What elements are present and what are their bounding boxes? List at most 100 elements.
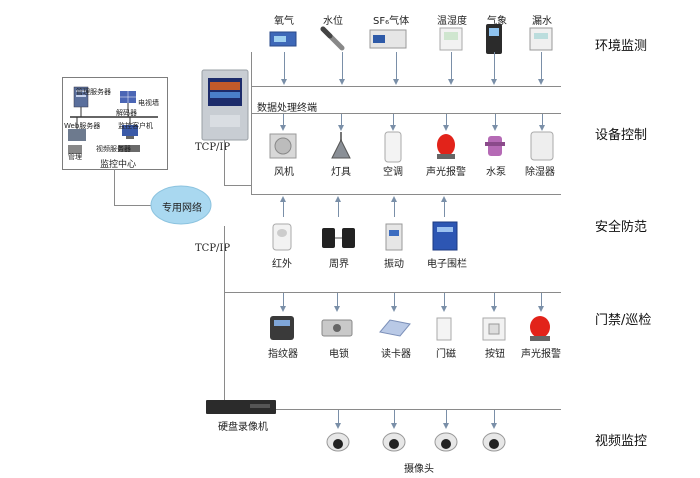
dehumidifier-icon: [530, 131, 554, 161]
acc-stem-1: [283, 293, 284, 307]
acc-arrow-4: [441, 306, 447, 312]
cam-arrow-1: [335, 423, 341, 429]
temp-humidity-sensor-icon: [439, 27, 463, 51]
env-stem-1: [284, 52, 285, 80]
dev-label-lamp: 灯具: [331, 167, 351, 178]
dev-stem-5: [495, 114, 496, 126]
sec-stem-4: [444, 201, 445, 217]
sec-stem-2: [338, 201, 339, 217]
video-server-label: 视频服务器: [96, 145, 131, 153]
dev-arrow-1: [280, 125, 286, 131]
decoder-label: 解码器: [116, 109, 137, 117]
manager-label: 管理: [68, 153, 82, 161]
acc-arrow-3: [391, 306, 397, 312]
alarm-light-icon: [437, 134, 455, 159]
dome-camera-icon: [326, 432, 350, 452]
fingerprint-reader-icon: [270, 316, 294, 340]
dev-label-alarm: 声光报警: [426, 167, 466, 178]
acc-label-card-reader: 读卡器: [381, 349, 411, 360]
acc-arrow-5: [491, 306, 497, 312]
sec-stem-3: [394, 201, 395, 217]
infrared-sensor-icon: [272, 223, 292, 251]
env-label-water-level: 水位: [323, 16, 343, 27]
sf6-sensor-icon: [369, 29, 407, 49]
lamp-icon: [331, 132, 351, 159]
water-pump-icon: [485, 136, 505, 156]
env-stem-6: [541, 52, 542, 80]
section-device: 设备控制: [595, 128, 648, 143]
sec-label-vibration: 振动: [384, 259, 404, 270]
dome-camera-2-icon: [382, 432, 406, 452]
section-env: 环境监测: [595, 39, 648, 54]
dvr-label: 硬盘录像机: [218, 422, 268, 433]
env-arrow-6: [538, 79, 544, 85]
dev-stem-3: [393, 114, 394, 126]
electric-fence-icon: [432, 221, 458, 251]
data-terminal-icon: [201, 69, 249, 141]
tcpip-upper: TCP/IP: [195, 142, 231, 153]
network-cloud: [150, 185, 212, 225]
sec-label-fence: 电子围栏: [427, 259, 467, 270]
env-label-leak: 漏水: [532, 16, 552, 27]
cam-stem-4: [494, 410, 495, 424]
acc-label-alarm: 声光报警: [521, 349, 561, 360]
device-bar-bottom: [251, 194, 561, 195]
env-stem-4: [451, 52, 452, 80]
trunk-bus: [251, 52, 252, 195]
center-network-link: [114, 205, 152, 206]
section-security: 安全防范: [595, 220, 648, 235]
sec-arrow-3: [391, 196, 397, 202]
sec-arrow-4: [441, 196, 447, 202]
dome-camera-3-icon: [434, 432, 458, 452]
oxygen-sensor-icon: [269, 31, 297, 47]
door-contact-icon: [436, 317, 452, 341]
dev-stem-1: [283, 114, 284, 126]
env-bar: [251, 86, 561, 87]
trunk-upper: [224, 140, 225, 186]
monitor-client-label: 监控客户机: [118, 122, 153, 130]
sec-label-perimeter: 周界: [329, 259, 349, 270]
dvr-icon: [206, 400, 276, 414]
env-stem-3: [396, 52, 397, 80]
dev-arrow-3: [390, 125, 396, 131]
dev-arrow-4: [443, 125, 449, 131]
env-arrow-5: [491, 79, 497, 85]
acc-stem-3: [394, 293, 395, 307]
cam-stem-2: [394, 410, 395, 424]
cam-stem-3: [446, 410, 447, 424]
dev-label-ac: 空调: [383, 167, 403, 178]
env-stem-5: [494, 52, 495, 80]
terminal-label: 数据处理终端: [257, 103, 317, 114]
dev-arrow-5: [492, 125, 498, 131]
center-connector: [114, 169, 115, 206]
acc-label-button: 按钮: [485, 349, 505, 360]
dome-camera-4-icon: [482, 432, 506, 452]
acc-arrow-2: [334, 306, 340, 312]
env-arrow-3: [393, 79, 399, 85]
fan-icon: [269, 133, 297, 159]
sec-arrow-1: [280, 196, 286, 202]
perimeter-sensor-icon: [322, 228, 355, 248]
env-arrow-4: [448, 79, 454, 85]
env-arrow-1: [281, 79, 287, 85]
dev-arrow-2: [338, 125, 344, 131]
acc-label-fingerprint: 指纹器: [268, 349, 298, 360]
section-access: 门禁/巡检: [595, 313, 652, 328]
env-label-sf6: SF₆气体: [373, 16, 410, 27]
dev-label-fan: 风机: [274, 167, 294, 178]
leak-sensor-icon: [529, 27, 553, 51]
dev-stem-4: [446, 114, 447, 126]
cam-arrow-3: [443, 423, 449, 429]
access-bar: [224, 292, 561, 293]
tcpip-lower: TCP/IP: [195, 243, 231, 254]
device-bar: [251, 113, 561, 114]
dev-label-pump: 水泵: [486, 167, 506, 178]
sec-arrow-2: [335, 196, 341, 202]
weather-station-icon: [486, 24, 502, 54]
env-label-oxygen: 氧气: [274, 16, 294, 27]
dev-label-dehumidifier: 除湿器: [525, 167, 555, 178]
monitoring-center-diagram: [68, 86, 158, 154]
monitoring-center-title: 监控中心: [100, 160, 137, 170]
env-label-weather: 气象: [487, 16, 507, 27]
dev-arrow-6: [539, 125, 545, 131]
